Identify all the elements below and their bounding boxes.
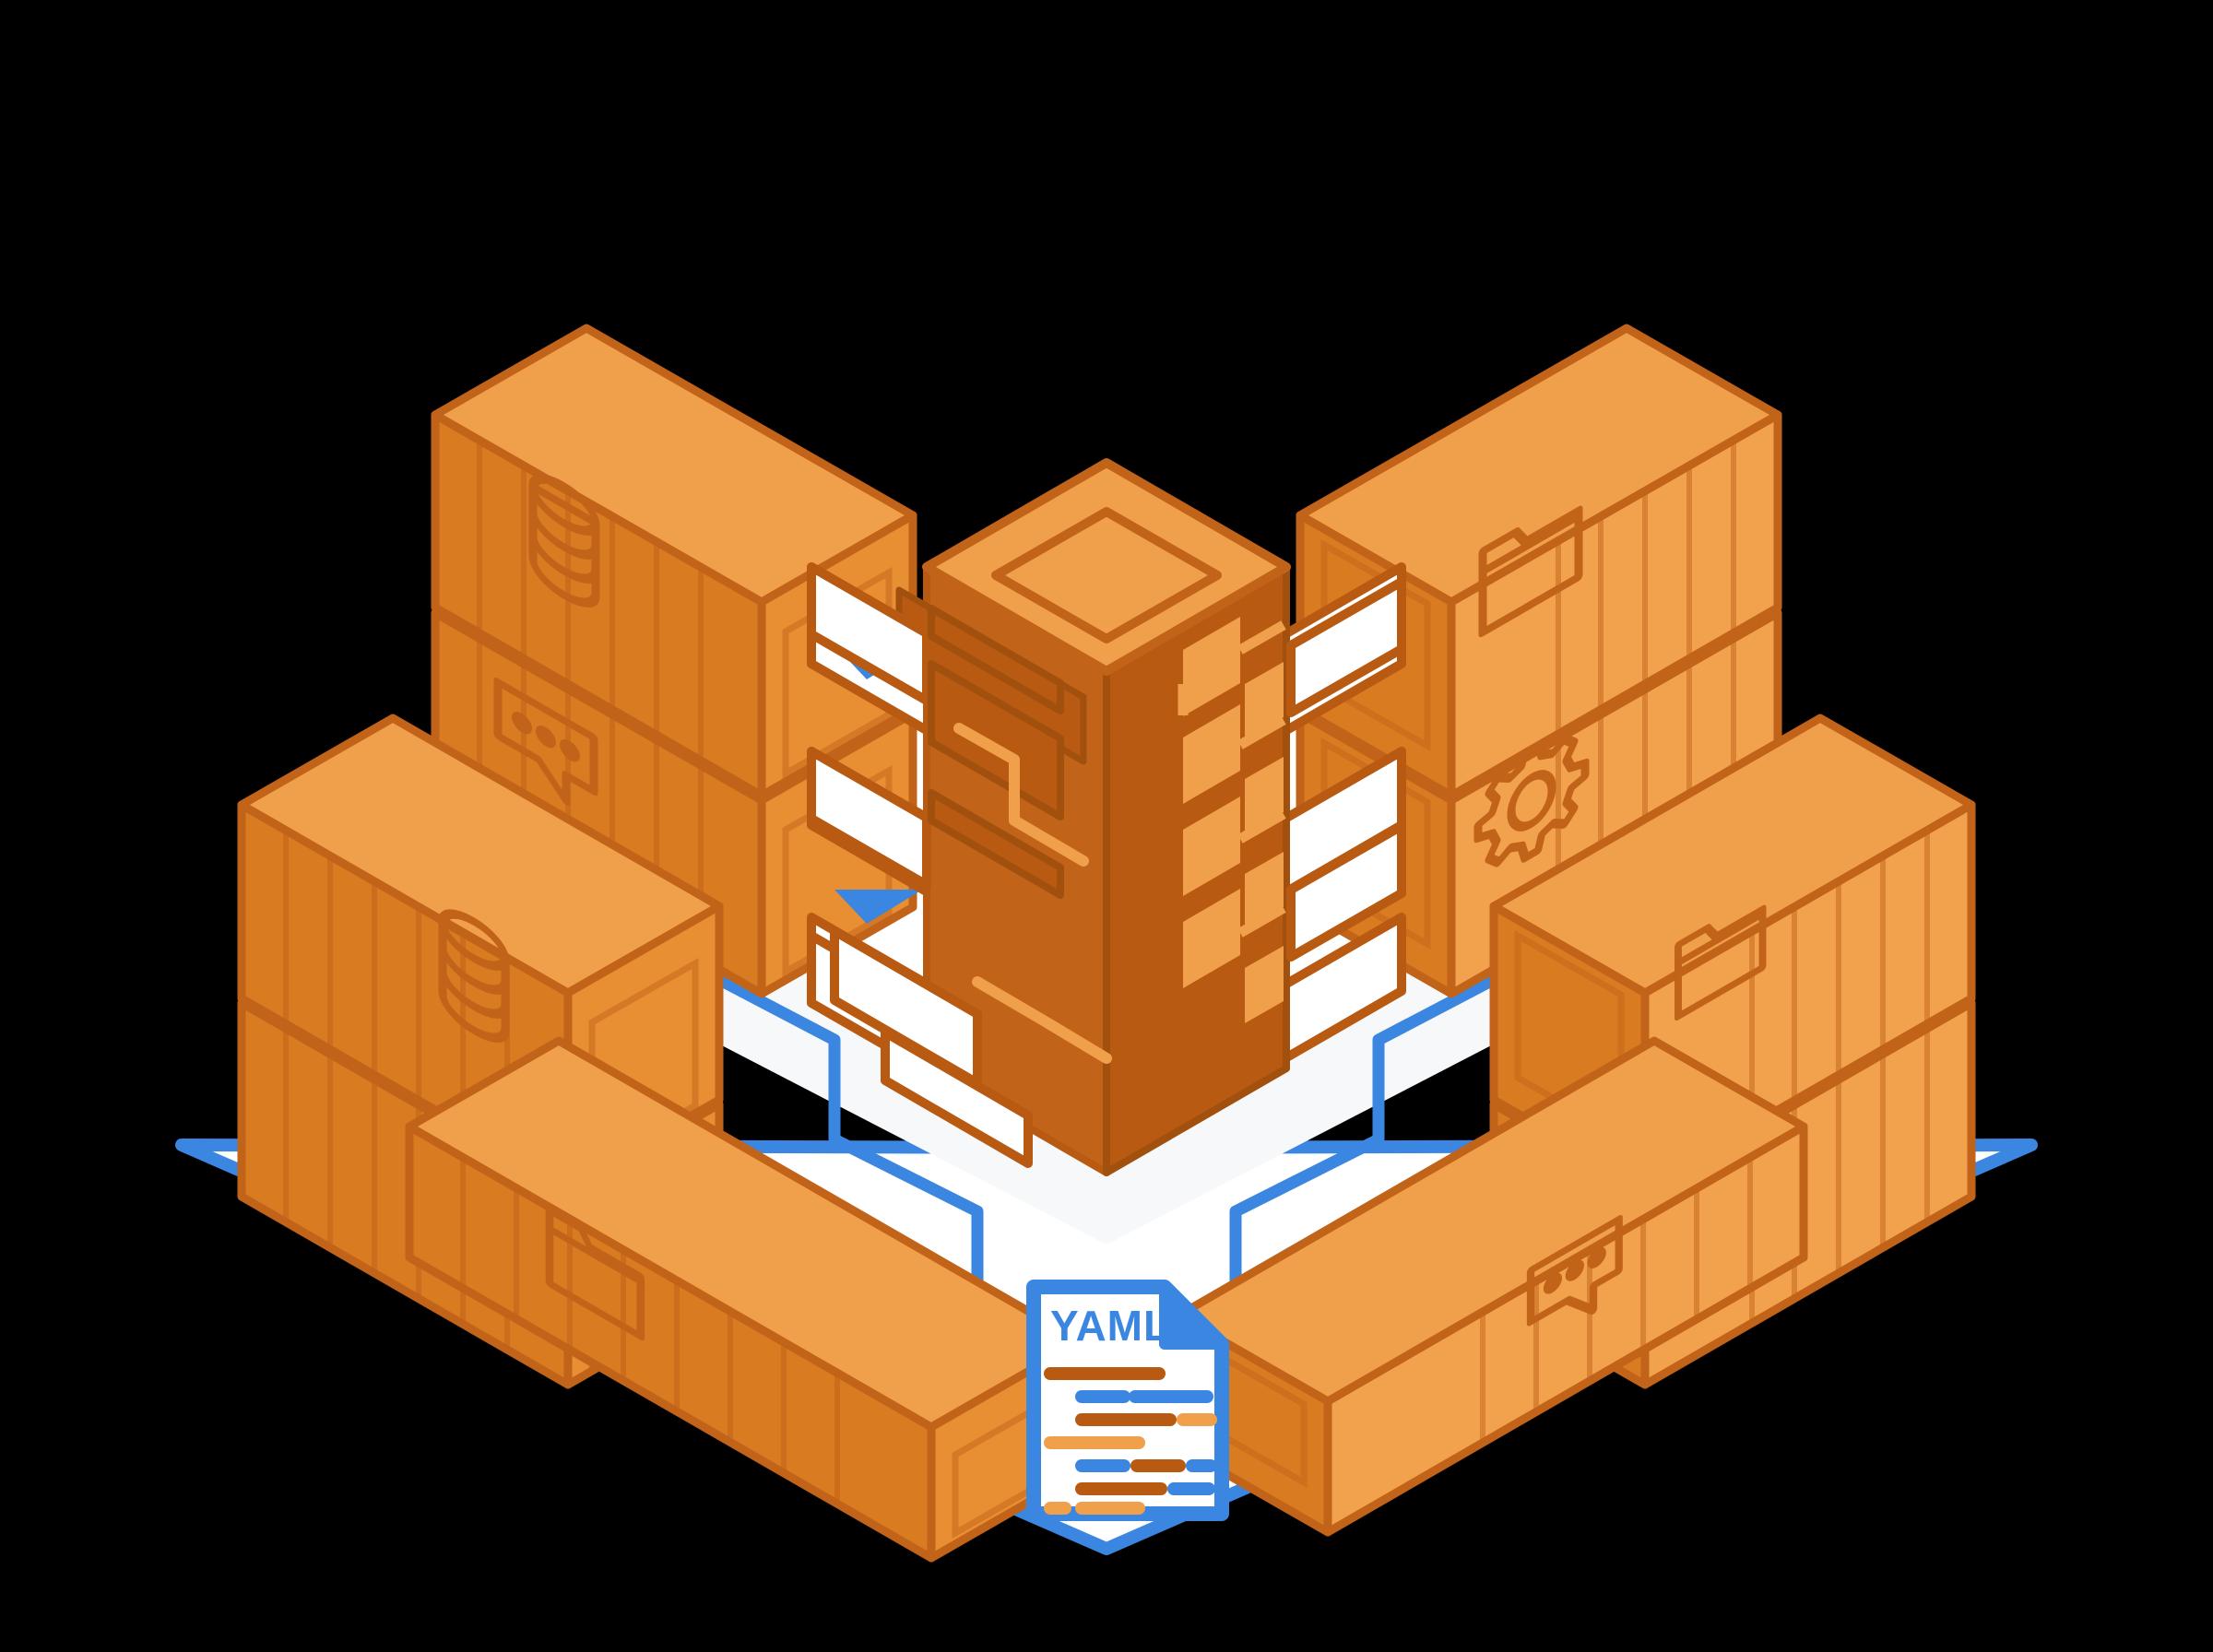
- yaml-folded-corner: [1159, 1281, 1227, 1350]
- container-folder-top-right-upper[interactable]: [1296, 324, 1782, 800]
- yaml-config-file[interactable]: YAML: [1026, 1280, 1229, 1521]
- core-pixel-blocks-right: [1183, 617, 1284, 1023]
- yaml-code-lines: [1044, 1367, 1217, 1515]
- core-top-emblem: [991, 507, 1222, 643]
- core-accent-triangle-lower-left: [834, 890, 922, 924]
- core-right-plates: [1286, 577, 1406, 962]
- yaml-label: YAML: [1050, 1302, 1170, 1350]
- core-outline-boxes: [830, 926, 1033, 1168]
- container-stack-top-left: [431, 324, 917, 998]
- core-traces-left: [953, 723, 1112, 1064]
- core-traces-right: [1178, 620, 1286, 938]
- core-step-bars: [928, 605, 1064, 899]
- orchestrator-core-tower[interactable]: [807, 458, 1406, 1176]
